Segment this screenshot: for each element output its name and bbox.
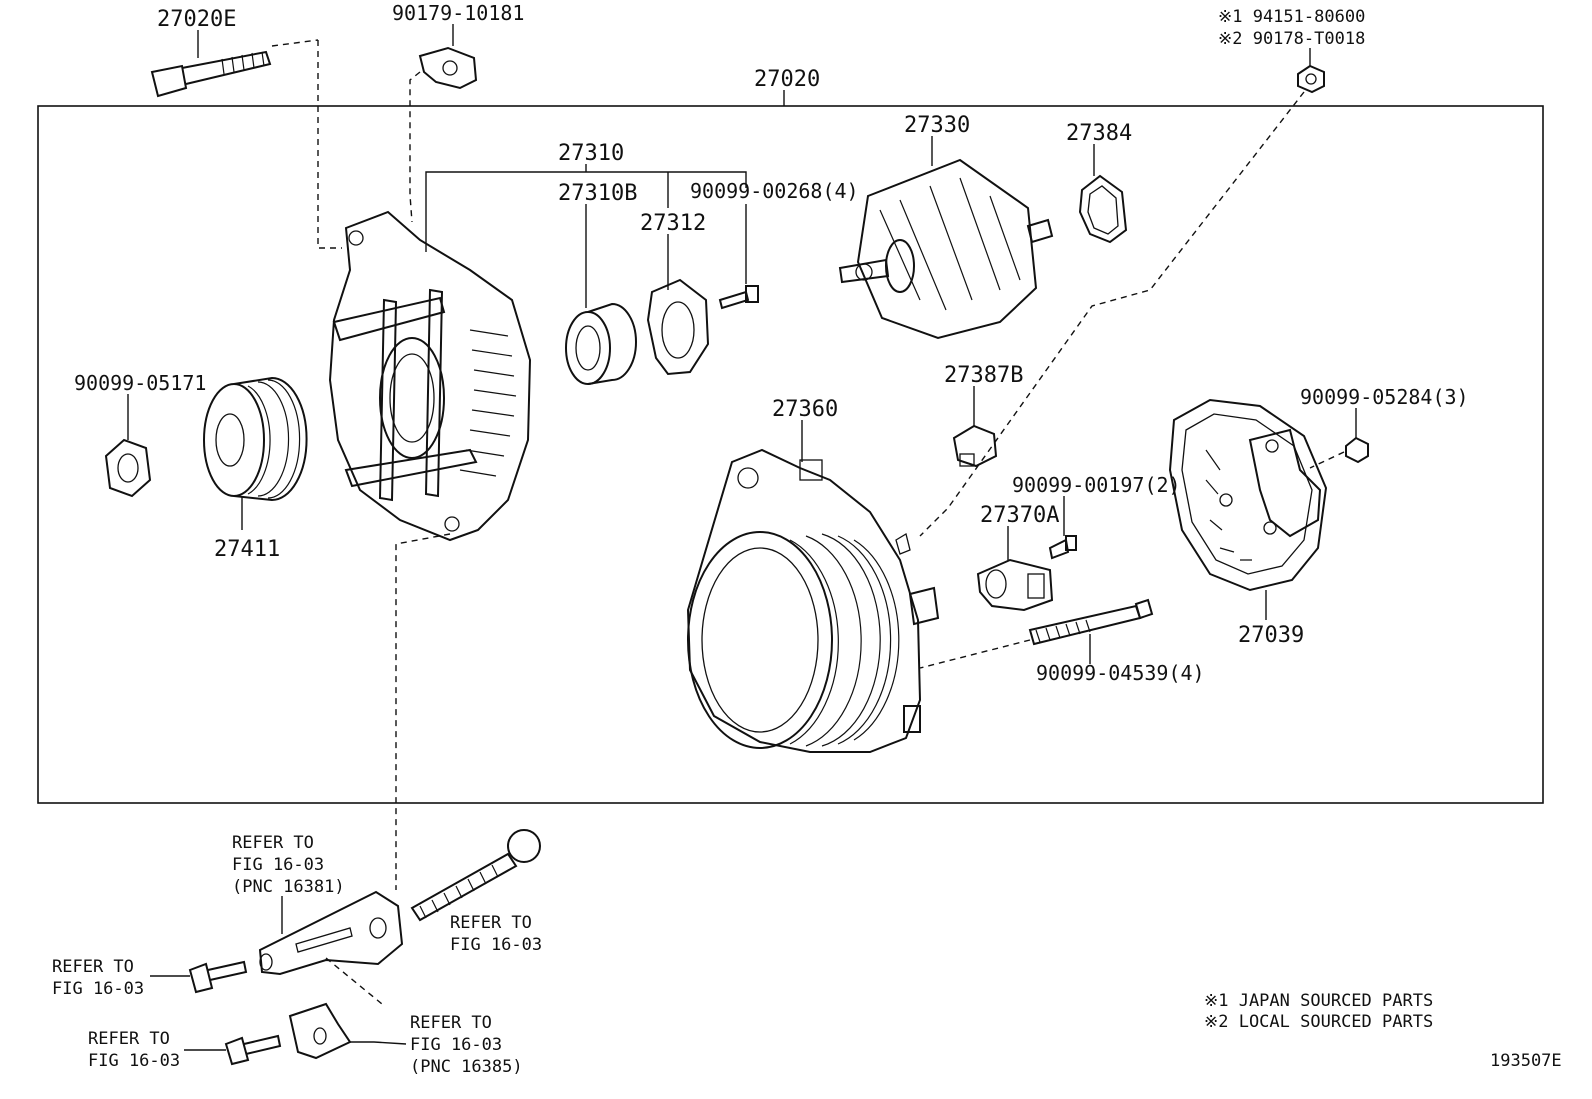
legend: ※1 JAPAN SOURCED PARTS ※2 LOCAL SOURCED … [1204,991,1433,1032]
refer1-line2: FIG 16-03 [232,855,324,875]
nut-90099-05171[interactable]: 90099-05171 [74,371,206,498]
refer5-line1: REFER TO [410,1013,492,1033]
bracket-long-bolt[interactable]: REFER TO FIG 16-03 [410,829,542,955]
nut-note-parts[interactable]: ※1 94151-80600 ※2 90178-T0018 [919,7,1365,537]
bracket-bolt-left[interactable]: REFER TO FIG 16-03 [52,957,248,999]
ring-27384[interactable]: 27384 [1066,121,1132,244]
label-27310: 27310 [558,141,624,166]
connector-to-bracket [395,533,451,890]
label-27370A: 27370A [980,503,1059,528]
label-27360: 27360 [772,397,838,422]
bracket-assembly[interactable]: REFER TO FIG 16-03 (PNC 16381) [232,833,404,976]
rectifier-end-frame-27360[interactable]: 27360 [686,397,940,753]
brush-holder-27370A[interactable]: 27370A [976,503,1059,612]
refer5-line3: (PNC 16385) [410,1057,523,1077]
label-27039: 27039 [1238,623,1304,648]
bearing-27310B[interactable]: 27310B [558,181,637,385]
screw-90099-00197[interactable]: 90099-00197(2) [1012,473,1181,560]
refer2-line2: FIG 16-03 [450,935,542,955]
plate-27312[interactable]: 27312 [640,172,710,376]
label-27411: 27411 [214,537,280,562]
refer4-line1: REFER TO [88,1029,170,1049]
label-90099-05171: 90099-05171 [74,371,206,395]
label-27312: 27312 [640,211,706,236]
label-27310B: 27310B [558,181,637,206]
label-27330: 27330 [904,113,970,138]
refer1-line1: REFER TO [232,833,314,853]
label-note1-pn: ※1 94151-80600 [1218,7,1365,27]
screw-90099-00268[interactable]: 90099-00268(4) [690,179,859,310]
drive-end-frame-27310[interactable]: 27310 [328,141,747,542]
label-27384: 27384 [1066,121,1132,146]
pulley-27411[interactable]: 27411 [203,376,308,562]
clip-90179-10181[interactable]: 90179-10181 [392,1,524,223]
refer3-line2: FIG 16-03 [52,979,144,999]
assembly-label: 27020 [754,67,820,92]
bolt-27020E[interactable]: 27020E [150,7,342,249]
label-27020E: 27020E [157,7,236,32]
bracket-bolt-bottom[interactable]: REFER TO FIG 16-03 [88,1029,282,1071]
nut-90099-05284[interactable]: 90099-05284(3) [1300,385,1469,469]
refer4-line2: FIG 16-03 [88,1051,180,1071]
refer1-line3: (PNC 16381) [232,877,345,897]
label-90099-00268: 90099-00268(4) [690,179,859,203]
legend-japan: ※1 JAPAN SOURCED PARTS [1204,991,1433,1011]
refer5-line2: FIG 16-03 [410,1035,502,1055]
rear-cover-27039[interactable]: 27039 [1168,398,1328,648]
refer2-line1: REFER TO [450,913,532,933]
bolt-90099-04539[interactable]: 90099-04539(4) [919,598,1205,685]
bracket-lower-piece[interactable]: REFER TO FIG 16-03 (PNC 16385) [288,957,523,1077]
label-90099-05284: 90099-05284(3) [1300,385,1469,409]
legend-local: ※2 LOCAL SOURCED PARTS [1204,1012,1433,1032]
insulator-27387B[interactable]: 27387B [944,363,1023,468]
refer3-line1: REFER TO [52,957,134,977]
label-90099-00197: 90099-00197(2) [1012,473,1181,497]
rotor-27330[interactable]: 27330 [838,113,1054,340]
label-27387B: 27387B [944,363,1023,388]
label-90179: 90179-10181 [392,1,524,25]
label-90099-04539: 90099-04539(4) [1036,661,1205,685]
figure-id: 193507E [1490,1051,1562,1071]
assembly-frame [37,105,1544,804]
label-note2-pn: ※2 90178-T0018 [1218,29,1365,49]
